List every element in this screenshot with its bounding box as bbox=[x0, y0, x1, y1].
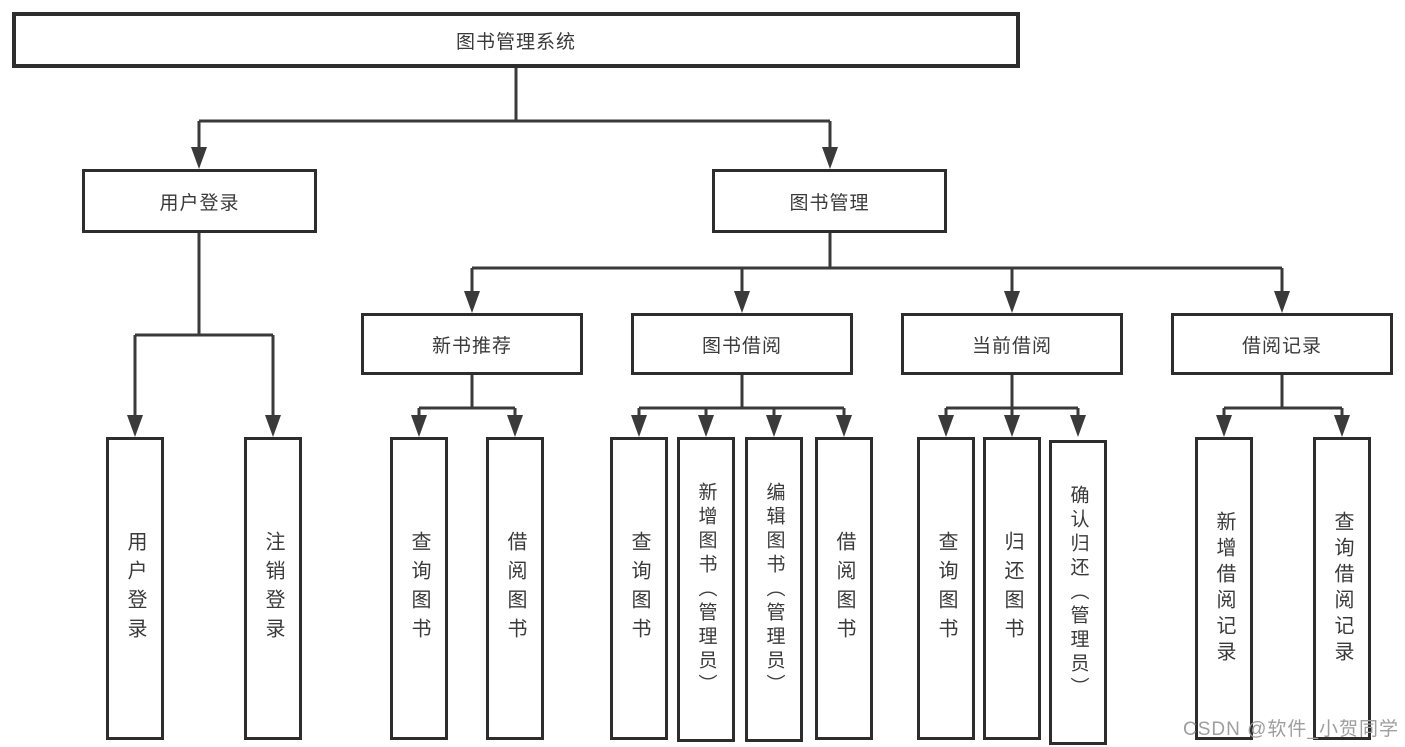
leaf-label: 新增图书（管理员） bbox=[695, 481, 717, 698]
node-label: 图书管理 bbox=[789, 192, 870, 214]
leaf-label: 新增借阅记录 bbox=[1213, 510, 1235, 667]
node-library-management-system: 图书管理系统 bbox=[12, 12, 1020, 68]
leaf-label: 查询图书 bbox=[408, 530, 430, 647]
node-label: 新书推荐 bbox=[431, 335, 512, 357]
leaf-label: 归还图书 bbox=[1001, 530, 1023, 647]
node-label: 图书管理系统 bbox=[455, 31, 576, 53]
connector-borrowing-to-leaves bbox=[637, 375, 846, 417]
leaf-confirm-return-admin: 确认归还（管理员） bbox=[1049, 440, 1107, 745]
leaf-label: 查询图书 bbox=[628, 530, 650, 647]
node-borrowing-records: 借阅记录 bbox=[1171, 313, 1393, 375]
leaf-query-books: 查询图书 bbox=[917, 437, 975, 740]
leaf-label: 借阅图书 bbox=[504, 530, 526, 647]
node-label: 当前借阅 bbox=[971, 335, 1052, 357]
leaf-label: 注销登录 bbox=[262, 530, 284, 647]
leaf-add-book-admin: 新增图书（管理员） bbox=[677, 437, 735, 742]
leaf-label: 查询图书 bbox=[935, 530, 957, 647]
leaf-logout: 注销登录 bbox=[244, 437, 302, 740]
leaf-label: 用户登录 bbox=[124, 530, 146, 647]
node-label: 图书借阅 bbox=[701, 335, 782, 357]
connector-newbooks-to-leaves bbox=[417, 375, 517, 417]
leaf-query-borrow-record: 查询借阅记录 bbox=[1313, 437, 1371, 740]
node-book-management: 图书管理 bbox=[712, 169, 947, 233]
leaf-label: 借阅图书 bbox=[833, 530, 855, 647]
connector-records-to-leaves bbox=[1222, 375, 1344, 417]
node-user-login: 用户登录 bbox=[82, 169, 317, 233]
leaf-query-books: 查询图书 bbox=[610, 437, 668, 740]
connector-mgmt-to-level3 bbox=[470, 233, 1284, 293]
node-label: 用户登录 bbox=[159, 192, 240, 214]
leaf-return-books: 归还图书 bbox=[983, 437, 1041, 740]
leaf-user-login: 用户登录 bbox=[106, 437, 164, 740]
leaf-label: 查询借阅记录 bbox=[1331, 510, 1353, 667]
leaf-label: 编辑图书（管理员） bbox=[763, 481, 785, 698]
node-new-book-recommendation: 新书推荐 bbox=[361, 313, 583, 375]
node-current-borrowing: 当前借阅 bbox=[901, 313, 1123, 375]
leaf-query-books: 查询图书 bbox=[390, 437, 448, 740]
connector-current-to-leaves bbox=[944, 375, 1080, 417]
arrowheads bbox=[127, 147, 1350, 437]
connector-login-to-leaves bbox=[133, 233, 275, 417]
leaf-label: 确认归还（管理员） bbox=[1067, 484, 1089, 701]
node-book-borrowing: 图书借阅 bbox=[631, 313, 853, 375]
node-label: 借阅记录 bbox=[1241, 335, 1322, 357]
connector-root-to-level2 bbox=[197, 68, 832, 150]
leaf-borrow-books: 借阅图书 bbox=[815, 437, 873, 740]
leaf-edit-book-admin: 编辑图书（管理员） bbox=[745, 437, 803, 742]
leaf-borrow-books: 借阅图书 bbox=[486, 437, 544, 740]
csdn-watermark: CSDN @软件_小贺同学 bbox=[1183, 719, 1399, 740]
leaf-add-borrow-record: 新增借阅记录 bbox=[1195, 437, 1253, 740]
